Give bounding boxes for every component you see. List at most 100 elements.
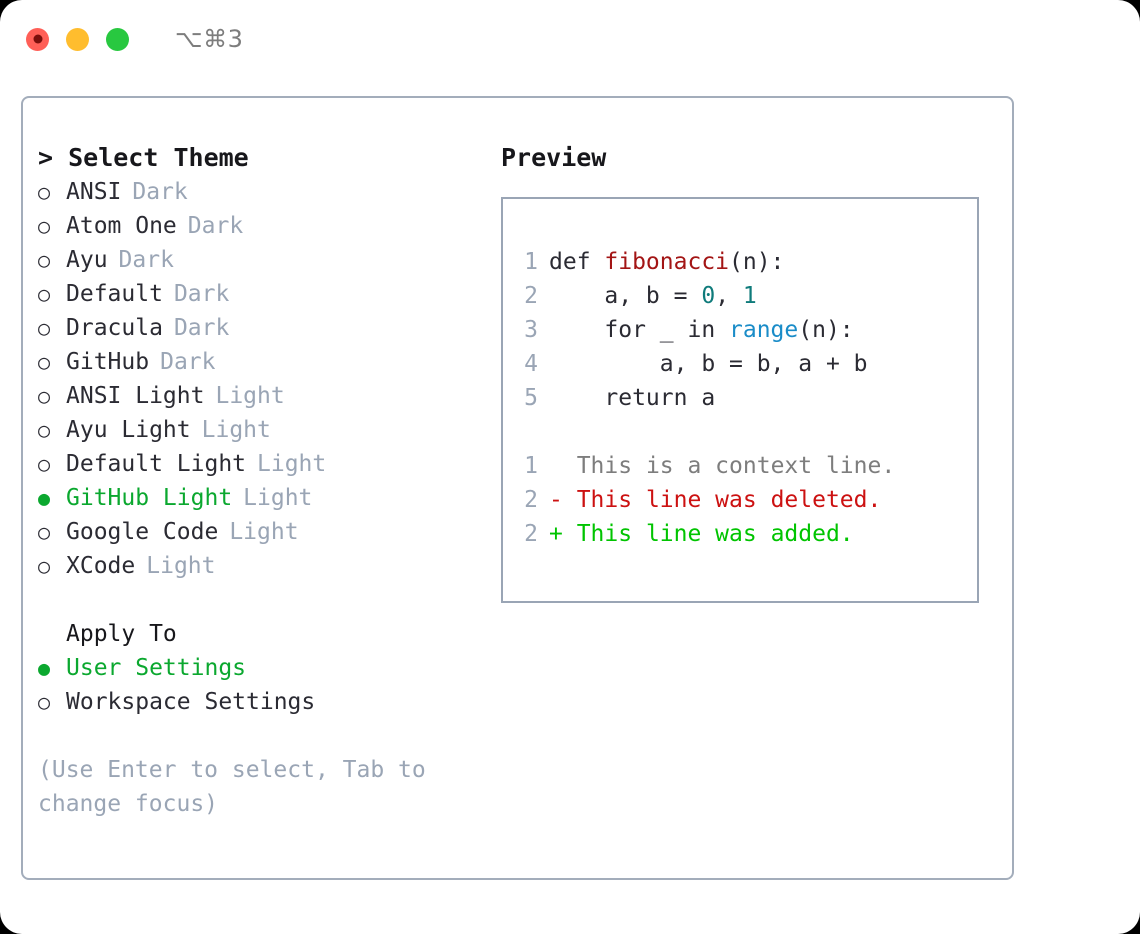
theme-variant-badge: Dark [173,281,230,307]
code-token-num: 0 [701,283,716,309]
close-window-icon[interactable] [26,27,49,51]
radio-unselected-icon: ○ [38,520,51,544]
code-line-text: return a [549,381,715,415]
code-token-plain: , [715,283,743,309]
code-token-plain: for _ in [549,317,730,343]
code-token-plain: (n): [729,249,785,275]
theme-variant-badge: Light [215,383,285,409]
line-number: 1 [524,453,538,479]
theme-option-label: ANSI [66,179,122,205]
apply-to-option-label: User Settings [66,655,247,681]
theme-option-ayu-light[interactable]: ○ Ayu Light Light [38,413,488,447]
theme-variant-badge: Light [257,451,327,477]
theme-option-label: Ayu Light [66,417,191,443]
radio-unselected-icon: ○ [38,316,51,340]
theme-option-label: Atom One [66,213,177,239]
theme-variant-badge: Light [146,553,216,579]
code-token-plain: a, b = b, a + b [549,351,868,377]
theme-variant-badge: Dark [187,213,244,239]
theme-option-label: ANSI Light [66,383,205,409]
code-line-text: def fibonacci(n): [549,245,784,279]
diff-line-text: This line was deleted. [576,487,882,513]
code-line-text: for _ in range(n): [549,313,854,347]
traffic-lights [26,27,129,51]
theme-option-label: Default Light [66,451,247,477]
diff-line-context: 1 This is a context line. [503,449,977,483]
code-line: 2 a, b = 0, 1 [503,279,977,313]
diff-line-text: This line was added. [576,521,854,547]
diff-line-del: 2- This line was deleted. [503,483,977,517]
apply-to-header: Apply To [66,621,177,647]
radio-selected-icon: ● [38,656,51,680]
list-spacer [38,583,488,617]
theme-option-label: GitHub [66,349,150,375]
code-line: 4 a, b = b, a + b [503,347,977,381]
theme-option-label: GitHub Light [66,485,233,511]
apply-to-list: ● User Settings ○Workspace Settings [38,651,488,719]
code-diff-separator [503,415,977,449]
theme-option-github-light[interactable]: ● GitHub Light Light [38,481,488,515]
minimize-window-icon[interactable] [66,27,89,51]
line-number: 2 [524,521,538,547]
theme-option-ayu[interactable]: ○ Ayu Dark [38,243,488,277]
diff-marker-icon: - [549,487,577,513]
theme-option-label: Google Code [66,519,219,545]
line-number: 5 [524,385,538,411]
diff-line-text: This is a context line. [576,453,896,479]
theme-variant-badge: Dark [173,315,230,341]
radio-unselected-icon: ○ [38,180,51,204]
apply-to-option-workspace-settings[interactable]: ○Workspace Settings [38,685,488,719]
line-number: 3 [524,317,538,343]
code-line: 5 return a [503,381,977,415]
radio-unselected-icon: ○ [38,554,51,578]
radio-unselected-icon: ○ [38,452,51,476]
title-bar: ⌥⌘3 [0,0,1140,78]
code-line-text: a, b = b, a + b [549,347,868,381]
radio-unselected-icon: ○ [38,418,51,442]
code-token-plain: (n): [798,317,854,343]
line-number: 1 [524,249,538,275]
theme-variant-badge: Dark [160,349,216,375]
code-token-plain: def [549,249,605,275]
theme-variant-badge: Dark [118,247,174,273]
line-number: 2 [524,487,538,513]
code-token-fn: fibonacci [604,249,730,275]
theme-option-ansi-light[interactable]: ○ ANSI Light Light [38,379,488,413]
radio-selected-icon: ● [38,486,51,510]
diff-block: 1 This is a context line.2- This line wa… [503,449,977,551]
code-token-builtin: range [729,317,799,343]
diff-marker-icon: + [549,521,577,547]
radio-unselected-icon: ○ [38,384,51,408]
apply-to-option-user-settings[interactable]: ● User Settings [38,651,488,685]
code-token-plain: a, b = [549,283,702,309]
select-theme-header: > Select Theme [38,143,249,172]
radio-unselected-icon: ○ [38,350,51,374]
theme-variant-badge: Dark [132,179,188,205]
maximize-window-icon[interactable] [106,27,129,51]
theme-option-default-light[interactable]: ○ Default Light Light [38,447,488,481]
theme-option-github[interactable]: ○ GitHub Dark [38,345,488,379]
theme-option-label: Ayu [66,247,108,273]
theme-option-label: Default [66,281,163,307]
code-line-text: a, b = 0, 1 [549,279,757,313]
radio-unselected-icon: ○ [38,248,51,272]
theme-variant-badge: Light [243,485,313,511]
theme-variant-badge: Light [201,417,271,443]
code-line: 1 def fibonacci(n): [503,245,977,279]
theme-option-ansi[interactable]: ○ ANSI Dark [38,175,488,209]
code-token-num: 1 [742,283,757,309]
keyboard-hint: (Use Enter to select, Tab to change focu… [38,757,426,817]
code-line: 3 for _ in range(n): [503,313,977,347]
